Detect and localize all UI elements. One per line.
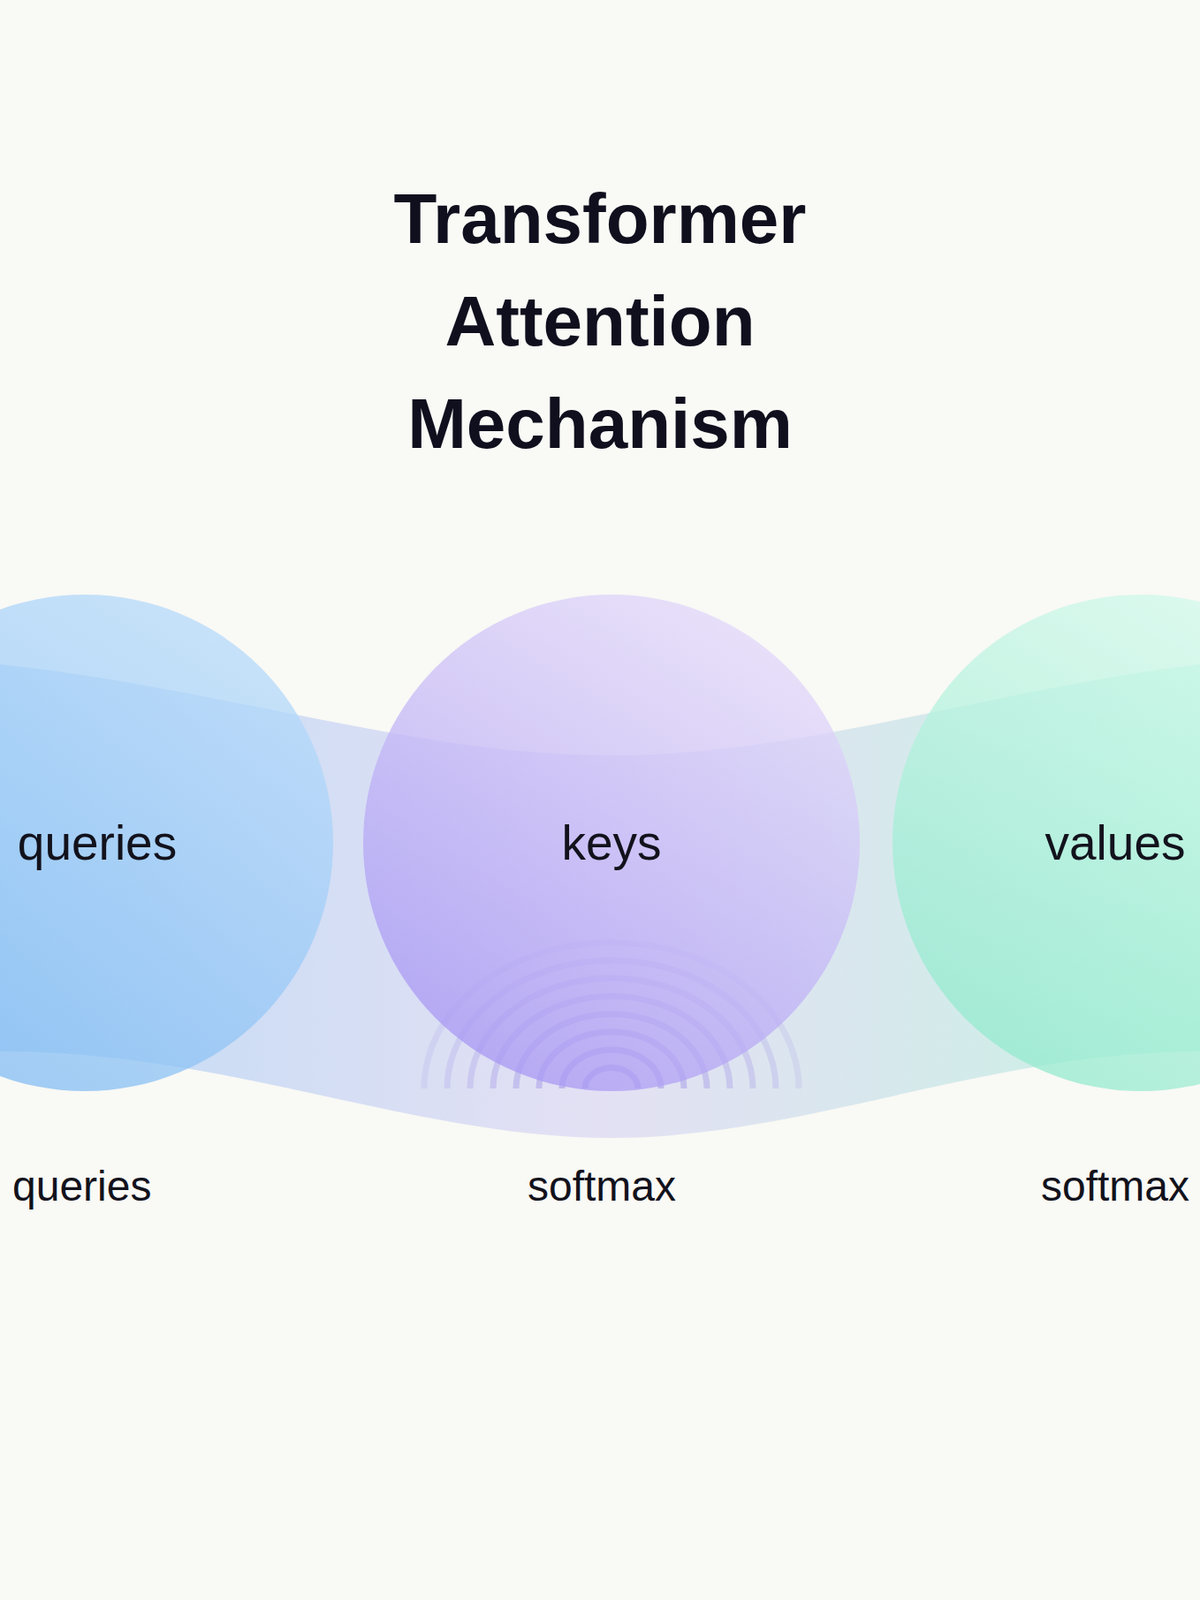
circle-shape bbox=[892, 594, 1200, 1092]
circle-label: values bbox=[1045, 814, 1186, 872]
diagram-title: Transformer Attention Mechanism bbox=[0, 167, 1200, 476]
concept-circle: values bbox=[892, 594, 1200, 1092]
step-label: queries bbox=[12, 1162, 152, 1211]
concept-circle: queries bbox=[0, 594, 334, 1092]
concept-circle: keys bbox=[363, 594, 860, 1092]
step-label: softmax bbox=[1040, 1162, 1190, 1211]
circle-shape bbox=[363, 594, 860, 1092]
circle-shape bbox=[0, 594, 334, 1092]
circle-label: keys bbox=[561, 814, 661, 872]
step-label: softmax bbox=[527, 1162, 676, 1211]
circle-label: queries bbox=[17, 814, 177, 872]
